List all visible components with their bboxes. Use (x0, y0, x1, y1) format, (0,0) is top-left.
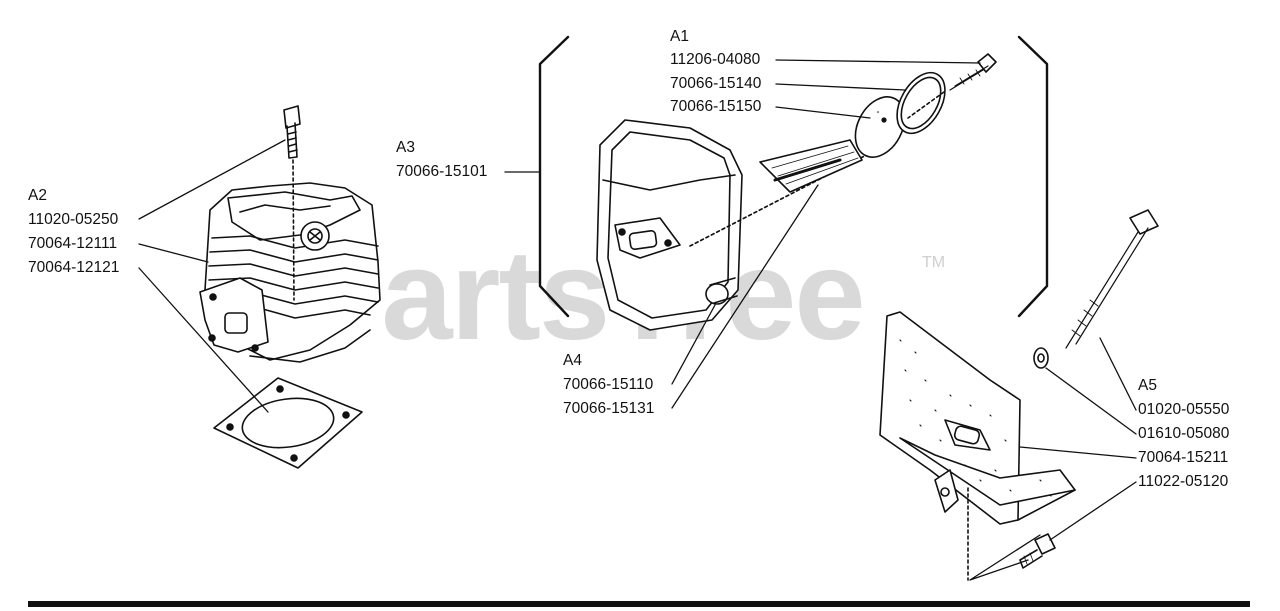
a4-part-number-2: 70066-15131 (563, 400, 655, 417)
a5-part-number-2: 01610-05080 (1138, 425, 1230, 442)
a5-part-number-1: 01020-05550 (1138, 401, 1230, 418)
heat-shield-drawing (879, 311, 1076, 581)
cylinder-bolt (283, 105, 301, 159)
shield-washer (1033, 347, 1049, 369)
muffler-drawing (596, 119, 881, 331)
spark-screen (759, 139, 863, 193)
a3-part-number-1: 70066-15101 (396, 163, 488, 180)
a5-ref-label: A5 (1138, 377, 1157, 394)
a4-ref-label: A4 (563, 352, 582, 369)
bottom-rule (28, 601, 1250, 607)
a5-leader-lines (1019, 337, 1137, 541)
a4-leader-lines (671, 184, 819, 409)
a1-ref-label: A1 (670, 28, 689, 45)
a5-part-number-4: 11022-05120 (1138, 473, 1229, 490)
muffler-bolt (907, 53, 997, 119)
a3-bracket (538, 35, 1049, 318)
a1-part-number-3: 70066-15150 (670, 98, 762, 115)
a3-ref-label: A3 (396, 139, 415, 156)
watermark: PartsTree (298, 224, 865, 367)
a5-part-number-3: 70064-15211 (1138, 449, 1229, 466)
lower-bolt (969, 533, 1056, 581)
a2-part-number-2: 70064-12111 (28, 235, 118, 252)
a2-part-number-3: 70064-12121 (28, 259, 120, 276)
a2-leader-lines (138, 139, 286, 413)
shield-bolt (1065, 209, 1159, 349)
a4-part-number-1: 70066-15110 (563, 376, 654, 393)
trademark-symbol: TM (922, 254, 946, 271)
a1-part-number-2: 70066-15140 (670, 75, 762, 92)
a1-leader-lines (775, 59, 981, 119)
cylinder-drawing (199, 105, 381, 363)
a2-part-number-1: 11020-05250 (28, 211, 119, 228)
cylinder-gasket (213, 377, 363, 469)
a2-ref-label: A2 (28, 187, 47, 204)
a1-part-number-1: 11206-04080 (670, 51, 761, 68)
